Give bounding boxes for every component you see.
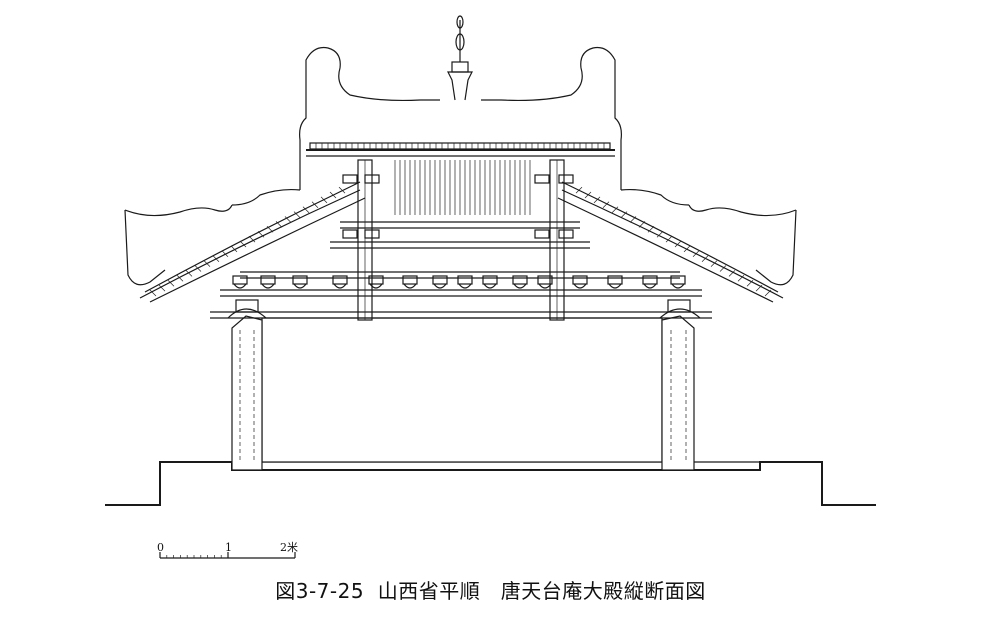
left-column bbox=[231, 315, 263, 471]
platform bbox=[105, 461, 876, 506]
upper-wall-lines bbox=[309, 143, 611, 215]
scale-label-1: 1 bbox=[225, 541, 232, 554]
column-brackets bbox=[227, 299, 701, 319]
roof-hatching bbox=[149, 186, 772, 297]
beams bbox=[210, 221, 712, 319]
scale-bar: 0 1 2米 bbox=[157, 541, 298, 559]
bracket-sets bbox=[232, 174, 686, 289]
left-eave bbox=[124, 188, 301, 286]
upper-roof bbox=[299, 46, 622, 190]
scale-label-2: 2米 bbox=[280, 541, 298, 554]
figure-number: 図3-7-25 bbox=[275, 579, 365, 603]
inner-posts bbox=[357, 159, 565, 321]
roof-slopes bbox=[139, 181, 784, 303]
right-eave bbox=[620, 188, 797, 286]
ridge-ornament bbox=[447, 15, 473, 101]
right-column bbox=[661, 315, 695, 471]
figure-caption: 図3-7-25 山西省平順 唐天台庵大殿縦断面図 bbox=[0, 575, 981, 604]
scale-label-0: 0 bbox=[157, 541, 164, 554]
interior-wall bbox=[261, 317, 663, 463]
figure-title: 山西省平順 唐天台庵大殿縦断面図 bbox=[377, 579, 706, 603]
